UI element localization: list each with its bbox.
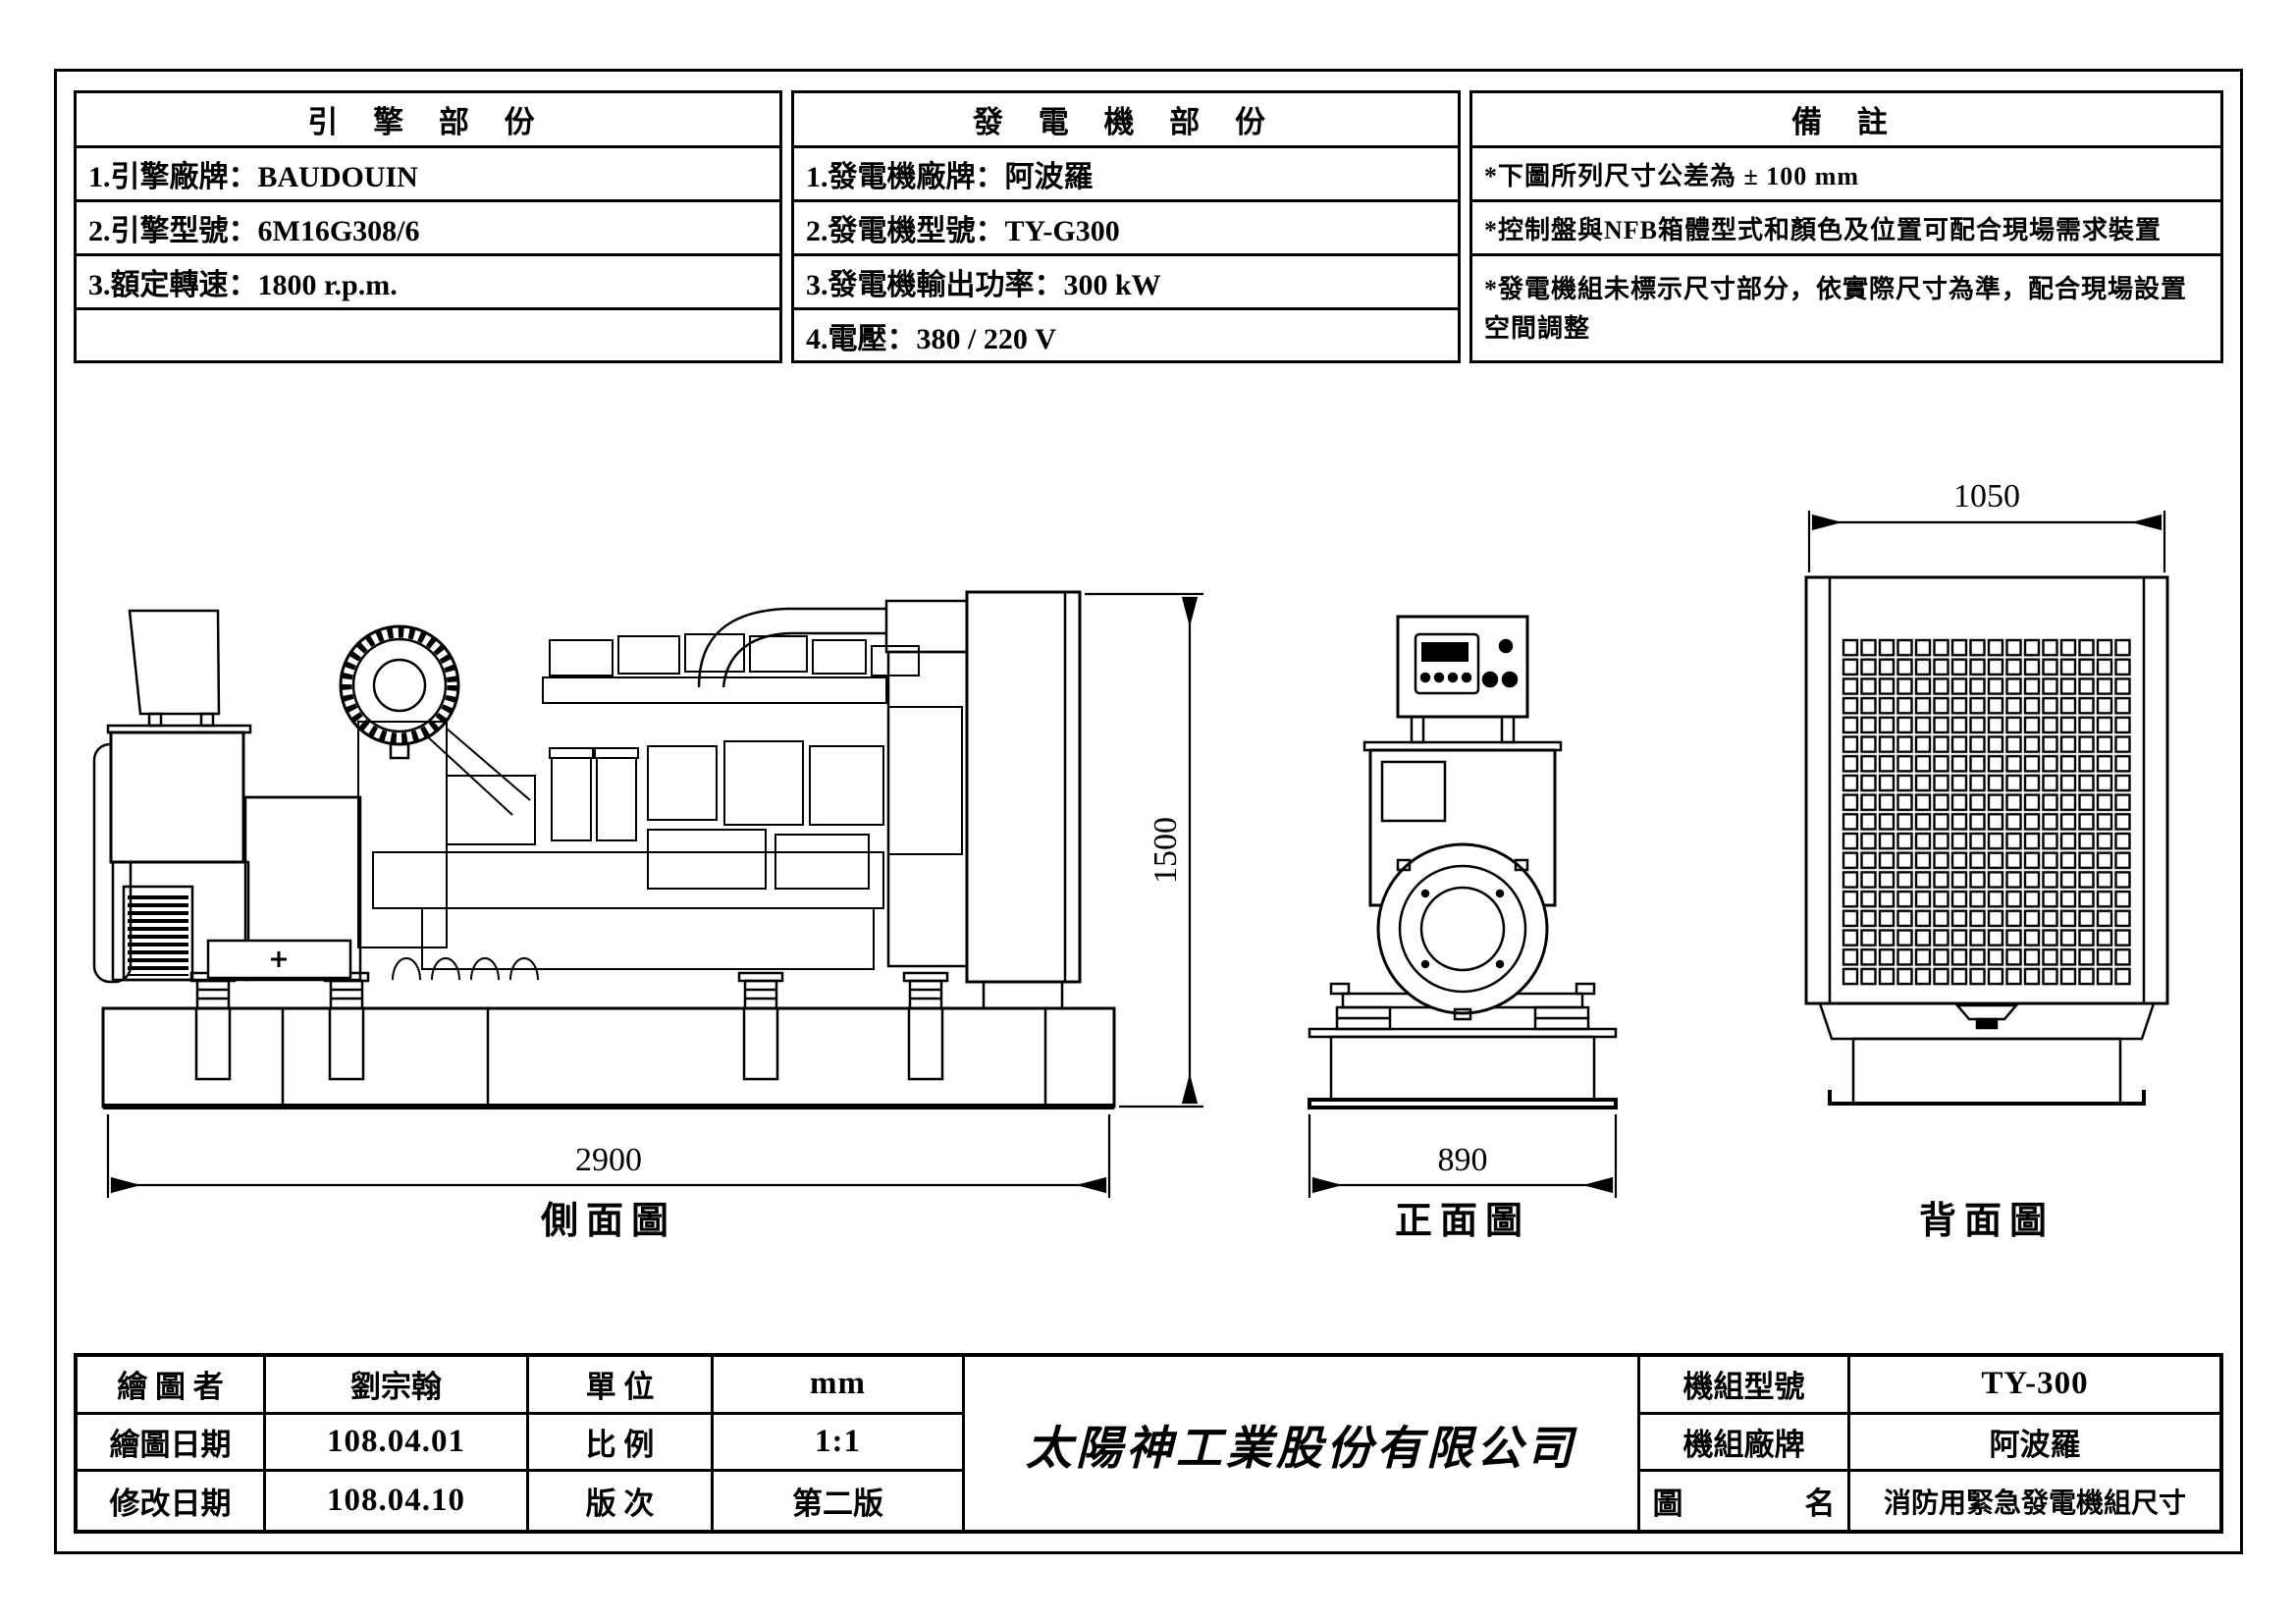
fan-housing bbox=[1376, 842, 1549, 1021]
model-label: 機組型號 bbox=[1640, 1357, 1850, 1415]
view-label-side: 側面圖 bbox=[540, 1201, 676, 1242]
drafter-label: 繪 圖 者 bbox=[78, 1357, 266, 1415]
generator-column: 發 電 機 部 份 1.發電機廠牌：阿波羅 2.發電機型號：TY-G300 3.… bbox=[791, 90, 1461, 363]
terminal-opening bbox=[1380, 760, 1447, 823]
rev-date-value: 108.04.10 bbox=[266, 1472, 529, 1530]
alternator-side bbox=[92, 742, 362, 984]
front-skid bbox=[1308, 1027, 1618, 1109]
scale-label: 比 例 bbox=[529, 1414, 714, 1473]
engine-model-row: 2.引擎型號：6M16G308/6 bbox=[77, 202, 779, 256]
radiator-grille bbox=[1842, 638, 2132, 986]
view-label-rear: 背面圖 bbox=[1919, 1201, 2055, 1242]
dim-side-length: 2900 bbox=[575, 1142, 642, 1178]
version-value: 第二版 bbox=[714, 1472, 965, 1530]
key-switch bbox=[1481, 671, 1499, 688]
brand-label: 機組廠牌 bbox=[1640, 1414, 1850, 1473]
radiator-side bbox=[697, 590, 1082, 1010]
generator-column-title: 發 電 機 部 份 bbox=[794, 93, 1458, 148]
spec-table: 引 擎 部 份 1.引擎廠牌：BAUDOUIN 2.引擎型號：6M16G308/… bbox=[74, 90, 2223, 363]
dim-rear-width: 1050 bbox=[1953, 478, 2020, 514]
drawing-name-label: 圖 名 bbox=[1640, 1472, 1850, 1530]
front-view bbox=[1308, 615, 1618, 1109]
brand-value: 阿波羅 bbox=[1850, 1415, 2219, 1473]
view-label-front: 正面圖 bbox=[1395, 1201, 1530, 1242]
engine-speed-row: 3.額定轉速：1800 r.p.m. bbox=[77, 256, 779, 310]
title-block: 繪 圖 者 劉宗翰 單 位 mm 太陽神工業股份有限公司 機組型號 TY-300… bbox=[74, 1353, 2223, 1534]
version-label: 版 次 bbox=[529, 1472, 714, 1530]
engine-brand-row: 1.引擎廠牌：BAUDOUIN bbox=[77, 148, 779, 202]
drafter-value: 劉宗翰 bbox=[266, 1357, 529, 1415]
unit-value: mm bbox=[714, 1357, 965, 1415]
generator-model-row: 2.發電機型號：TY-G300 bbox=[794, 202, 1458, 256]
remarks-column: 備 註 *下圖所列尺寸公差為 ± 100 mm *控制盤與NFB箱體型式和顏色及… bbox=[1469, 90, 2223, 363]
generator-power-row: 3.發電機輸出功率：300 kW bbox=[794, 256, 1458, 310]
drawing-name-value: 消防用緊急發電機組尺寸 bbox=[1883, 1488, 2186, 1519]
sheet-border bbox=[54, 69, 2243, 1554]
vibration-mounts bbox=[189, 971, 949, 1081]
indicator-lamp bbox=[1498, 638, 1514, 654]
model-value: TY-300 bbox=[1850, 1357, 2219, 1415]
rear-view bbox=[1804, 575, 2169, 1106]
dim-front-width: 890 bbox=[1438, 1142, 1488, 1178]
side-base-skid bbox=[101, 1006, 1116, 1109]
remark-control-panel: *控制盤與NFB箱體型式和顏色及位置可配合現場需求裝置 bbox=[1472, 202, 2220, 256]
remark-unmarked-dims: *發電機組未標示尺寸部分，依實際尺寸為準，配合現場設置空間調整 bbox=[1484, 275, 2188, 343]
scale-value: 1:1 bbox=[714, 1414, 965, 1473]
air-cleaner bbox=[339, 624, 460, 760]
rev-date-label: 修改日期 bbox=[78, 1472, 266, 1530]
side-control-box bbox=[109, 730, 245, 864]
start-button bbox=[1501, 671, 1519, 688]
engine-column-title: 引 擎 部 份 bbox=[77, 93, 779, 148]
controller-display bbox=[1414, 632, 1480, 695]
engine-block bbox=[357, 633, 963, 981]
generator-voltage-row: 4.電壓：380 / 220 V bbox=[806, 322, 1056, 355]
company-name: 太陽神工業股份有限公司 bbox=[965, 1357, 1640, 1530]
rear-base-block bbox=[1851, 1037, 2122, 1106]
control-panel-front bbox=[1396, 615, 1529, 744]
draw-date-label: 繪圖日期 bbox=[78, 1414, 266, 1473]
draw-date-value: 108.04.01 bbox=[266, 1414, 529, 1473]
dim-side-height: 1500 bbox=[1148, 817, 1184, 884]
unit-label: 單 位 bbox=[529, 1357, 714, 1415]
remarks-column-title: 備 註 bbox=[1472, 93, 2220, 148]
dimensions bbox=[106, 511, 2166, 1198]
engine-column: 引 擎 部 份 1.引擎廠牌：BAUDOUIN 2.引擎型號：6M16G308/… bbox=[74, 90, 782, 363]
rear-base-plate bbox=[1818, 1001, 2156, 1041]
side-view bbox=[92, 590, 1116, 1109]
exhaust-hood bbox=[106, 609, 252, 734]
generator-brand-row: 1.發電機廠牌：阿波羅 bbox=[794, 148, 1458, 202]
remark-tolerance: *下圖所列尺寸公差為 ± 100 mm bbox=[1472, 148, 2220, 202]
louver-vent bbox=[128, 892, 188, 976]
